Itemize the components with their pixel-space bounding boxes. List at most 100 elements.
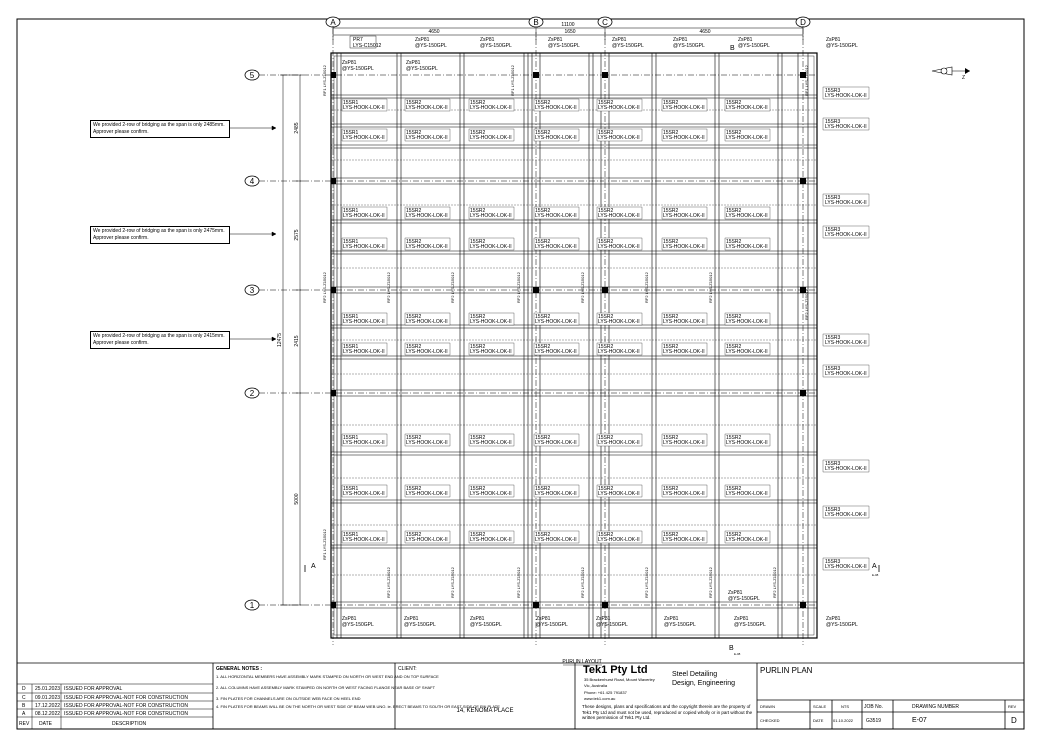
purlin-clip-mark: LYS-HOOK-LOK-II [535, 537, 577, 543]
purlin-mark: 15SR2 [663, 435, 679, 441]
general-notes: GENERAL NOTES : 1. ALL HORIZONTAL MEMBER… [216, 666, 500, 709]
purlin-tag-box [596, 433, 643, 447]
grid-bubble-4: 4 [244, 175, 260, 187]
svg-text:@YS-150GPL: @YS-150GPL [404, 622, 436, 628]
svg-text:ZsP81: ZsP81 [470, 616, 485, 622]
purlin-mark: 15SR2 [598, 532, 614, 538]
purlin-tag-box [341, 530, 388, 544]
svg-text:ZsP81: ZsP81 [342, 616, 357, 622]
dim-overall-top: 11100 [561, 22, 574, 28]
svg-text:Tek1 Pty Ltd: Tek1 Pty Ltd [583, 664, 648, 676]
svg-text:2: 2 [250, 389, 255, 398]
purlin-mark: 15SR3 [825, 88, 841, 94]
purlin-clip-mark: LYS-HOOK-LOK-II [726, 491, 768, 497]
purlin-tag-box [822, 225, 870, 239]
svg-text:3: 3 [250, 286, 255, 295]
dim-2-1: 5000 [294, 493, 300, 504]
purlin-clip-mark: LYS-HOOK-LOK-II [406, 244, 448, 250]
purlin-clip-mark: LYS-HOOK-LOK-II [825, 371, 867, 377]
purlin-tag-box [822, 459, 870, 473]
purlin-tag-box [661, 312, 708, 326]
dim-overall-left: 12475 [277, 333, 283, 347]
purlin-tag-box [596, 128, 643, 142]
purlin-mark: 15SR2 [470, 435, 486, 441]
svg-text:ZsP81: ZsP81 [548, 37, 563, 43]
grid-bubble-c: C [597, 16, 613, 28]
purlin-tag-box [596, 484, 643, 498]
layout-caption: PURLIN LAYOUT [562, 659, 601, 665]
purlin-clip-mark: LYS-HOOK-LOK-II [343, 213, 385, 219]
svg-text:@YS-150GPL: @YS-150GPL [596, 622, 628, 628]
purlin-mark: 15SR3 [825, 227, 841, 233]
purlin-clip-mark: LYS-HOOK-LOK-II [343, 491, 385, 497]
purlin-mark: 15SR2 [726, 435, 742, 441]
svg-text:E-08: E-08 [734, 652, 741, 656]
purlin-tag-box [661, 237, 708, 251]
right-purlin-tags: 15SR3LYS-HOOK-LOK-II15SR3LYS-HOOK-LOK-II… [822, 86, 870, 571]
north-arrow-icon: Z [931, 66, 970, 81]
purlin-mark: 15SR1 [343, 130, 359, 136]
svg-text:RF1 LYS-Z15012: RF1 LYS-Z15012 [510, 64, 515, 96]
dim-c-d: 4650 [699, 29, 710, 35]
purlin-tag-box [724, 342, 771, 356]
svg-text:ZsP81: ZsP81 [536, 616, 551, 622]
purlin-tag-box [724, 98, 771, 112]
purlin-mark: 15SR2 [598, 486, 614, 492]
svg-text:ZsP81: ZsP81 [612, 37, 627, 43]
purlin-clip-mark: LYS-HOOK-LOK-II [663, 491, 705, 497]
svg-text:DATE: DATE [813, 718, 824, 723]
purlin-clip-mark: LYS-HOOK-LOK-II [663, 244, 705, 250]
purlin-clip-mark: LYS-HOOK-LOK-II [598, 105, 640, 111]
svg-text:25.01.2023: 25.01.2023 [35, 686, 60, 692]
purlin-clip-mark: LYS-HOOK-LOK-II [535, 244, 577, 250]
purlins [331, 94, 817, 609]
purlin-mark: 15SR2 [535, 208, 551, 214]
svg-text:Steel Detailing: Steel Detailing [672, 671, 717, 678]
purlin-tag-box [822, 86, 870, 100]
purlin-mark: 15SR2 [535, 239, 551, 245]
purlin-clip-mark: LYS-HOOK-LOK-II [825, 200, 867, 206]
purlin-tag-box [661, 433, 708, 447]
purlin-mark: 15SR2 [406, 239, 422, 245]
svg-text:@YS-150GPL: @YS-150GPL [612, 43, 644, 49]
svg-text:RF2 LYS-Z15012: RF2 LYS-Z15012 [516, 566, 521, 598]
purlin-clip-mark: LYS-HOOK-LOK-II [406, 537, 448, 543]
svg-text:ISSUED FOR APPROVAL-NOT FOR CO: ISSUED FOR APPROVAL-NOT FOR CONSTRUCTION [64, 703, 188, 709]
dim-a-b: 4650 [428, 29, 439, 35]
purlin-clip-mark: LYS-HOOK-LOK-II [343, 537, 385, 543]
purlin-tag-box [404, 98, 451, 112]
svg-text:08.12.2022: 08.12.2022 [35, 711, 60, 717]
svg-text:B: B [730, 45, 735, 52]
purlin-tag-box [341, 128, 388, 142]
svg-text:Design, Engineering: Design, Engineering [672, 680, 735, 687]
grid-label-a: A [330, 18, 336, 27]
svg-text:RF2 LYS-Z15012: RF2 LYS-Z15012 [450, 566, 455, 598]
svg-text:ISSUED FOR APPROVAL-NOT FOR CO: ISSUED FOR APPROVAL-NOT FOR CONSTRUCTION [64, 695, 188, 701]
purlin-mark: 15SR2 [663, 130, 679, 136]
purlin-mark: 15SR2 [726, 532, 742, 538]
purlin-tag-box [661, 128, 708, 142]
rafter-labels: RF1 LYS-Z15012 RF1 LYS-Z15012 RF1 LYS-Z1… [322, 64, 809, 598]
purlin-mark: 15SR2 [406, 314, 422, 320]
purlin-clip-mark: LYS-HOOK-LOK-II [726, 349, 768, 355]
purlin-mark: 15SR2 [406, 532, 422, 538]
purlin-mark: 15SR3 [825, 366, 841, 372]
dim-3-2: 2415 [294, 335, 300, 346]
purlin-clip-mark: LYS-HOOK-LOK-II [470, 319, 512, 325]
svg-text:@YS-150GPL: @YS-150GPL [826, 43, 858, 49]
purlin-mark: 15SR2 [535, 532, 551, 538]
svg-text:RF2 LYS-Z15012: RF2 LYS-Z15012 [644, 566, 649, 598]
svg-text:ZsP81: ZsP81 [406, 60, 421, 66]
purlin-tag-box [533, 206, 580, 220]
section-mark-b: B E-08 B [729, 45, 741, 656]
purlin-clip-mark: LYS-HOOK-LOK-II [470, 135, 512, 141]
purlin-tag-box [404, 237, 451, 251]
purlin-mark: 15SR2 [406, 100, 422, 106]
purlin-clip-mark: LYS-HOOK-LOK-II [470, 537, 512, 543]
purlin-tag-box [661, 484, 708, 498]
purlin-clip-mark: LYS-HOOK-LOK-II [726, 440, 768, 446]
purlin-clip-mark: LYS-HOOK-LOK-II [598, 213, 640, 219]
revision-table [17, 683, 213, 729]
